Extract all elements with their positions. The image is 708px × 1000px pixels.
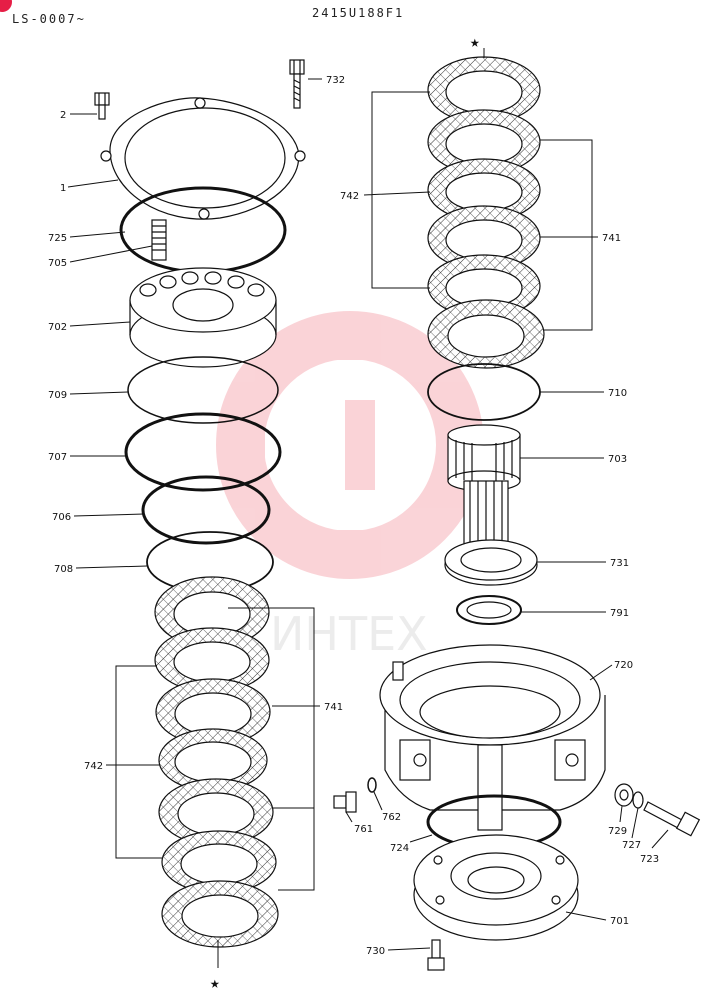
- watermark-text: ИНТЕХ: [270, 607, 428, 661]
- right-disc-stack: [427, 56, 545, 369]
- label-791: 791: [610, 608, 629, 619]
- label-731: 731: [610, 558, 629, 569]
- label-706: 706: [52, 512, 71, 523]
- label-741-right: 741: [602, 233, 621, 244]
- bolt-732: [289, 59, 305, 109]
- watermark-logo: [216, 311, 484, 579]
- washer-727: [632, 791, 644, 809]
- nut-729: [614, 783, 634, 807]
- label-732: 732: [326, 75, 345, 86]
- label-720: 720: [614, 660, 633, 671]
- washer-791: [456, 595, 522, 625]
- label-762: 762: [382, 812, 401, 823]
- label-708: 708: [54, 564, 73, 575]
- housing-720: [379, 644, 606, 831]
- label-725: 725: [48, 233, 67, 244]
- label-729: 729: [608, 826, 627, 837]
- label-741-left: 741: [324, 702, 343, 713]
- drawing-number: 2415U188F1: [312, 6, 405, 20]
- gasket-plate-1: [100, 97, 306, 220]
- plug-761: [333, 791, 357, 813]
- left-disc-stack: [154, 576, 279, 948]
- bolt-730: [427, 939, 445, 971]
- label-703: 703: [608, 454, 627, 465]
- spring-705: [151, 219, 167, 261]
- label-707: 707: [48, 452, 67, 463]
- label-2: 2: [60, 110, 66, 121]
- bolt-2: [94, 92, 110, 120]
- label-724: 724: [390, 843, 409, 854]
- label-702: 702: [48, 322, 67, 333]
- bolt-723: [643, 801, 701, 837]
- label-705: 705: [48, 258, 67, 269]
- label-761: 761: [354, 824, 373, 835]
- label-710: 710: [608, 388, 627, 399]
- o-ring-762: [367, 777, 377, 793]
- label-709: 709: [48, 390, 67, 401]
- label-723: 723: [640, 854, 659, 865]
- o-ring-707: [124, 412, 282, 492]
- label-730: 730: [366, 946, 385, 957]
- corner-badge: [0, 0, 12, 12]
- piston-702: [129, 267, 277, 368]
- leader-lines: [67, 48, 669, 968]
- label-1: 1: [60, 183, 66, 194]
- star-marker-bottom: ★: [210, 973, 220, 992]
- ring-709: [127, 356, 279, 424]
- part-labels: 2 732 1 725 705 702 709 707 706 708 741 …: [48, 75, 659, 957]
- bearing-731: [444, 539, 538, 586]
- shaft-703: [447, 424, 521, 552]
- label-701: 701: [610, 916, 629, 927]
- serial-range: LS-0007~: [12, 12, 86, 26]
- o-ring-706: [141, 475, 271, 545]
- label-727: 727: [622, 840, 641, 851]
- flange-701: [413, 834, 579, 941]
- label-742-right: 742: [340, 191, 359, 202]
- star-marker-top: ★: [470, 32, 480, 51]
- label-742-left: 742: [84, 761, 103, 772]
